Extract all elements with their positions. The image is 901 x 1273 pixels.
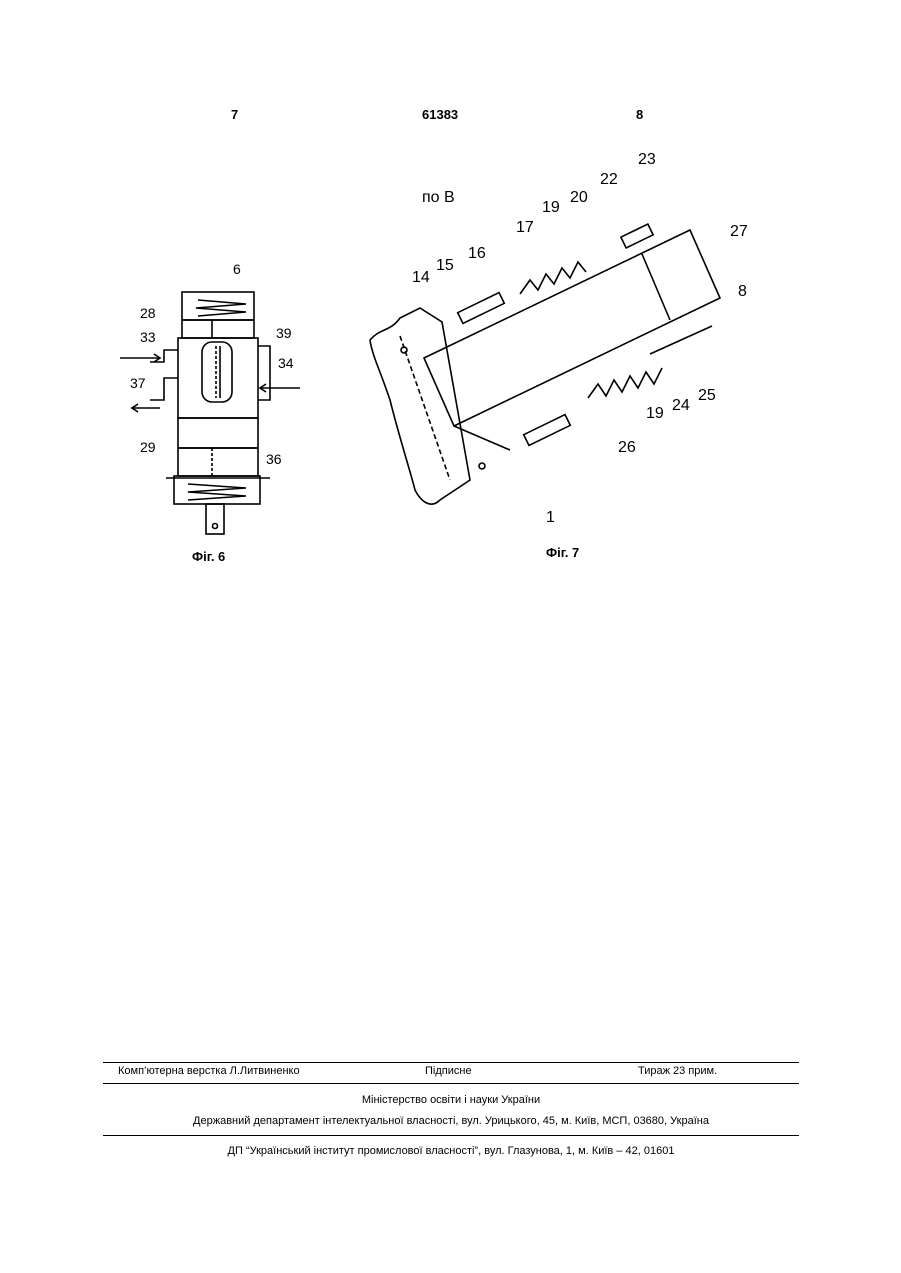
fig7-label-23: 23: [638, 151, 656, 168]
fig7-label-17: 17: [516, 219, 534, 236]
footer-typesetting: Комп’ютерна верстка Л.Литвиненко: [118, 1065, 300, 1077]
fig6-label-29: 29: [140, 439, 156, 455]
fig6-label-34: 34: [278, 355, 294, 371]
fig7-label-22: 22: [600, 171, 618, 188]
page-number-right: 8: [636, 107, 643, 122]
page-number-left: 7: [231, 107, 238, 122]
fig7-label-15: 15: [436, 257, 454, 274]
fig7-label-14: 14: [412, 269, 430, 286]
fig7-label-24: 24: [672, 397, 690, 414]
fig6-label-37: 37: [130, 375, 146, 391]
fig6-label-28: 28: [140, 305, 156, 321]
fig7-label-19-bottom: 19: [646, 405, 664, 422]
fig7-label-26: 26: [618, 439, 636, 456]
fig7-label-27: 27: [730, 223, 748, 240]
fig7-view-label: по В: [422, 189, 455, 206]
footer-rule-top: [103, 1062, 799, 1063]
footer-institute: ДП “Український інститут промислової вла…: [103, 1145, 799, 1157]
fig6-label-36: 36: [266, 451, 282, 467]
document-number: 61383: [422, 107, 458, 122]
figure-6-drawing: 6 28 39 33 34 37 29 36: [120, 250, 320, 550]
fig7-label-25: 25: [698, 387, 716, 404]
fig7-label-20: 20: [570, 189, 588, 206]
footer-department: Державний департамент інтелектуальної вл…: [103, 1115, 799, 1127]
footer-rule-bottom: [103, 1135, 799, 1136]
footer-signed: Підписне: [425, 1065, 472, 1077]
fig7-label-19-top: 19: [542, 199, 560, 216]
fig7-label-1: 1: [546, 509, 555, 526]
figure-6-caption: Фіг. 6: [192, 549, 225, 564]
fig6-label-33: 33: [140, 329, 156, 345]
footer-circulation: Тираж 23 прим.: [638, 1065, 717, 1077]
fig7-label-8: 8: [738, 283, 747, 300]
fig7-label-16: 16: [468, 245, 486, 262]
figure-7-drawing: по В 23 22 20 19 17 16 15 14 27 8 19 24 …: [360, 140, 780, 530]
footer-ministry: Міністерство освіти і науки України: [103, 1094, 799, 1106]
footer-rule-middle: [103, 1083, 799, 1084]
fig6-label-6: 6: [233, 261, 241, 277]
figure-7-caption: Фіг. 7: [546, 545, 579, 560]
fig6-label-39: 39: [276, 325, 292, 341]
